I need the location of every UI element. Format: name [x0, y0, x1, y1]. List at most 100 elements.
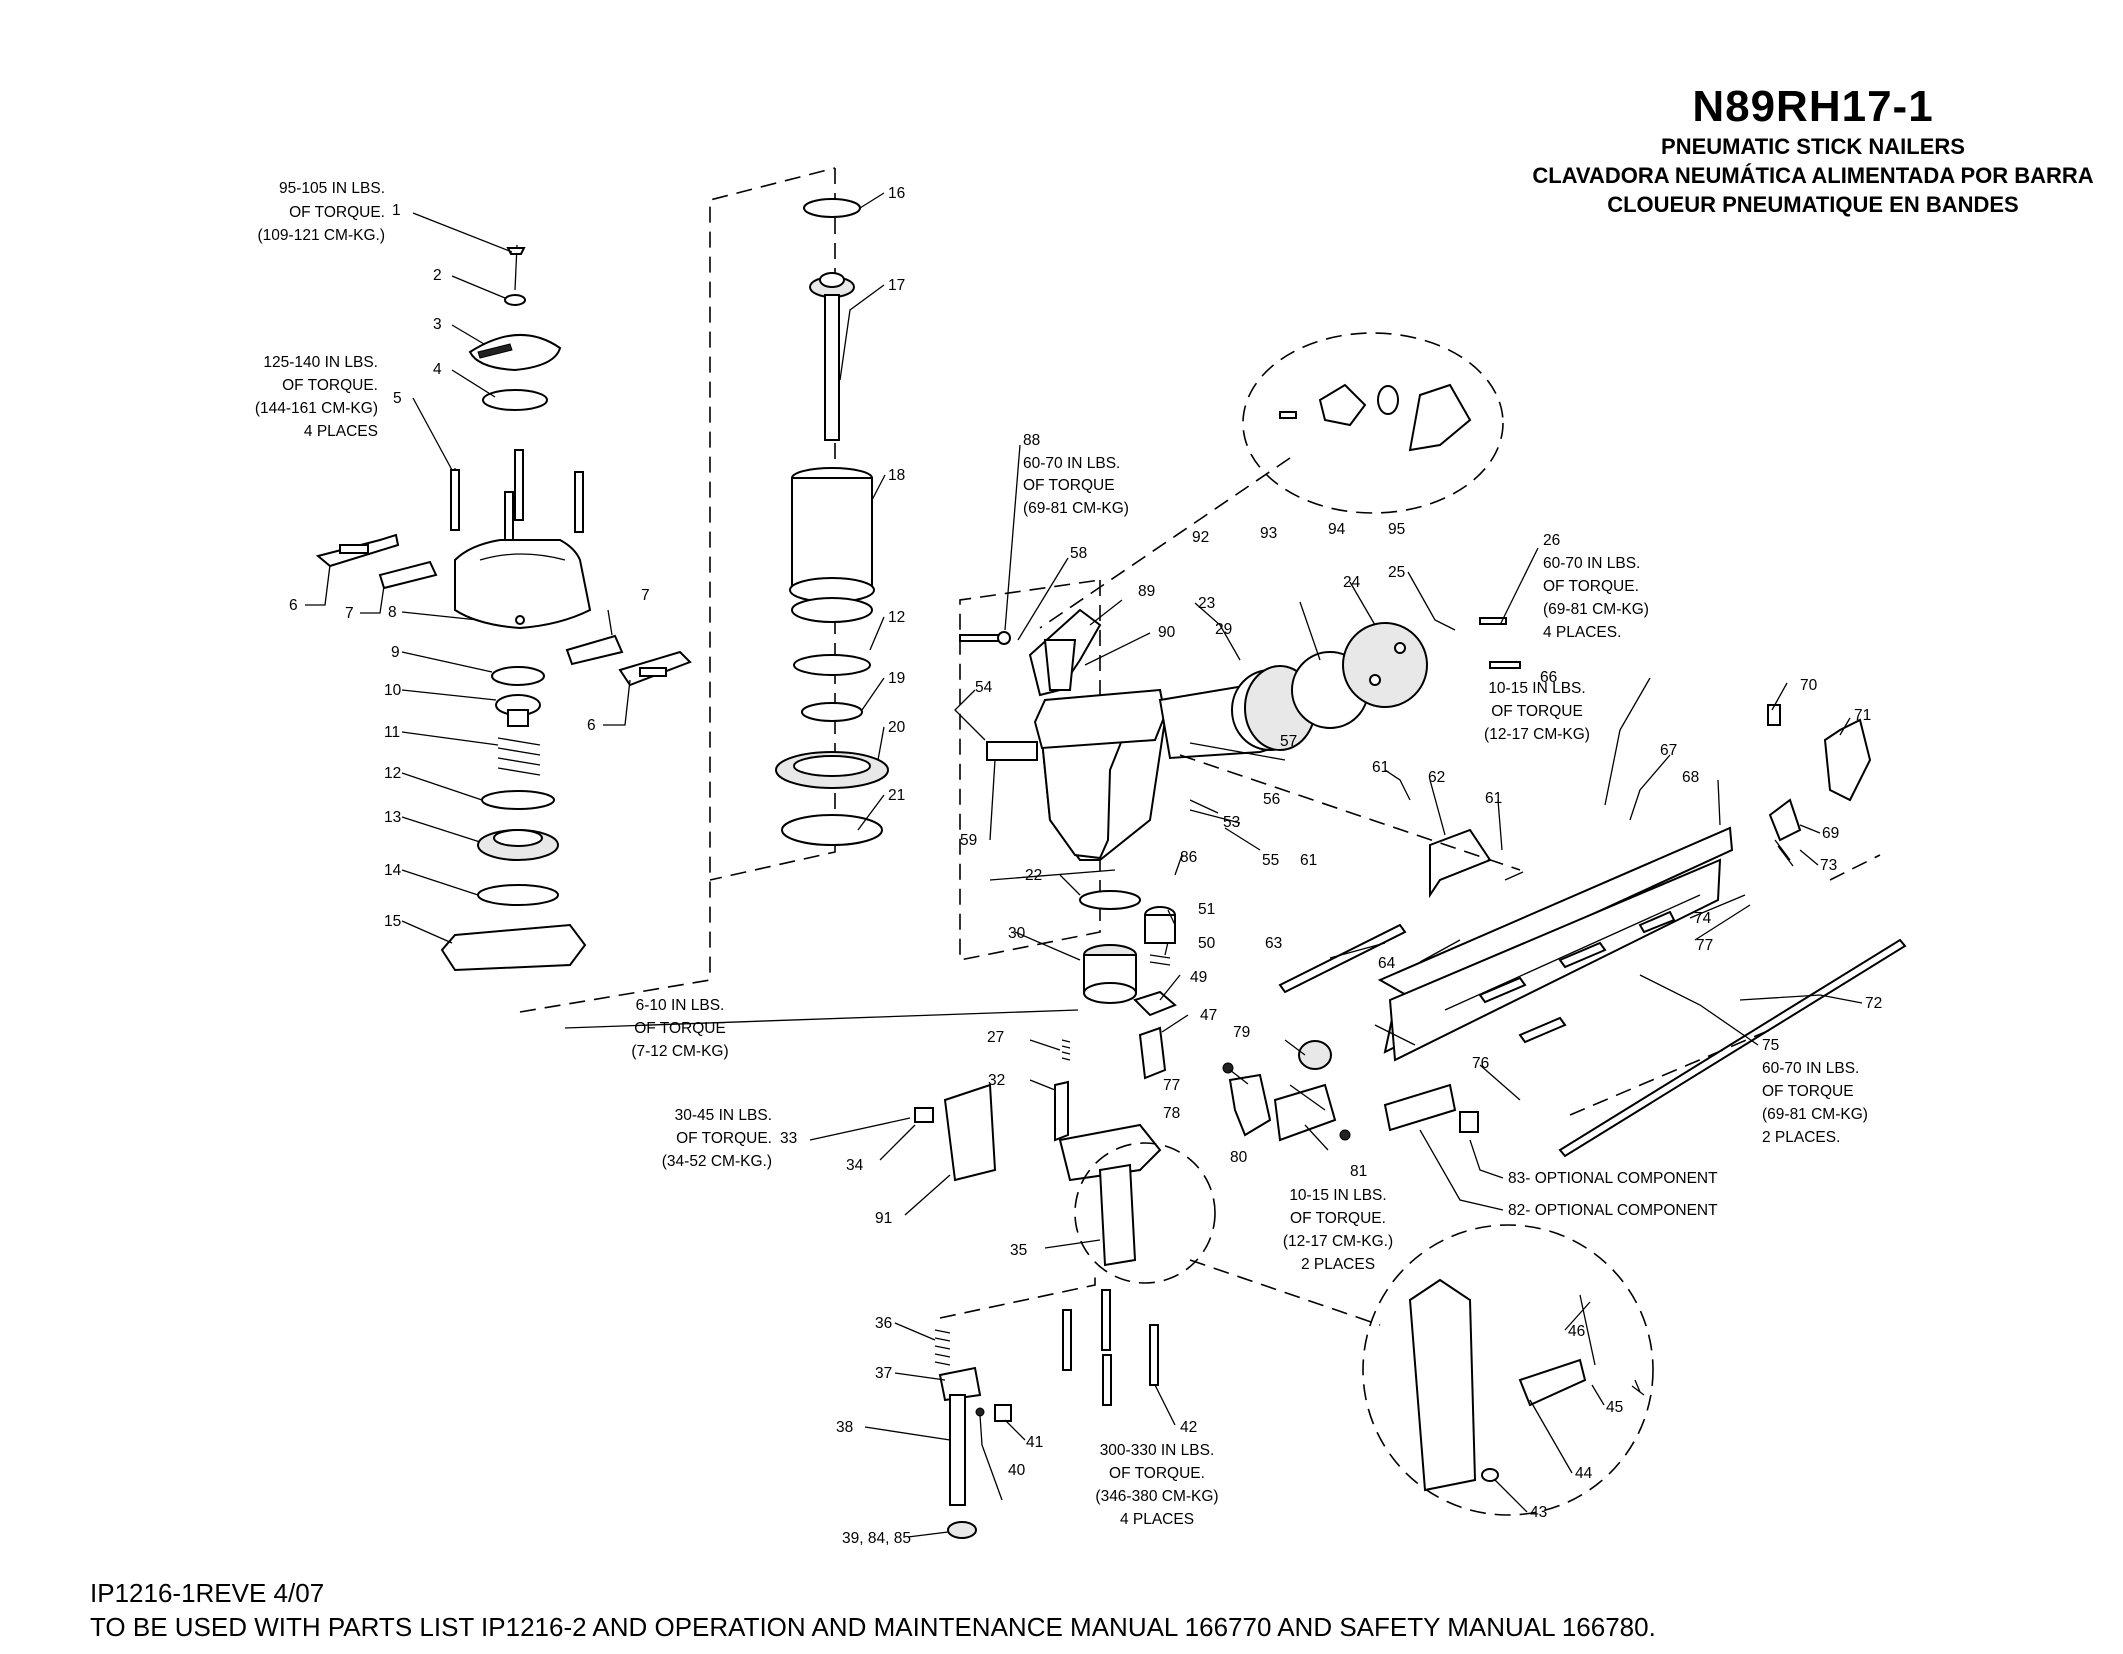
torque-42-line-1: 300-330 IN LBS.: [1100, 1442, 1215, 1459]
callout-61-c: 61: [1300, 852, 1317, 869]
torque-66-line-3: (12-17 CM-KG): [1484, 726, 1590, 743]
callout-63: 63: [1265, 935, 1282, 952]
callout-9: 9: [391, 644, 400, 661]
callout-13: 13: [384, 809, 401, 826]
callout-15: 15: [384, 913, 401, 930]
leader-lines: [305, 192, 1863, 1538]
torque-notes: 95-105 IN LBS. OF TORQUE. (109-121 CM-KG…: [255, 180, 1868, 1528]
callout-92: 92: [1192, 529, 1209, 546]
title-french: CLOUEUR PNEUMATIQUE EN BANDES: [1607, 192, 2019, 217]
callout-51: 51: [1198, 901, 1215, 918]
torque-33-line-3: (34-52 CM-KG.): [662, 1153, 772, 1170]
cap-group-frame: [519, 167, 836, 1013]
callout-12-right: 12: [888, 609, 905, 626]
detail-circle-bottom: [1074, 1142, 1654, 1516]
torque-75-line-3: (69-81 CM-KG): [1762, 1106, 1868, 1123]
torque-81-line-4: 2 PLACES: [1301, 1256, 1375, 1273]
title-english: PNEUMATIC STICK NAILERS: [1661, 134, 1965, 159]
callout-labels: 1 2 3 4 5 6 7 8 9 10 11 12 13 14 15 7 6 …: [289, 185, 1882, 1547]
callout-39-84-85: 39, 84, 85: [842, 1530, 911, 1547]
callout-20: 20: [888, 719, 906, 736]
callout-78: 78: [1163, 1105, 1180, 1122]
callout-43: 43: [1530, 1504, 1547, 1521]
torque-75-line-4: 2 PLACES.: [1762, 1129, 1840, 1146]
callout-88: 88: [1023, 432, 1040, 449]
callout-81: 81: [1350, 1163, 1367, 1180]
callout-53: 53: [1223, 814, 1240, 831]
callout-49: 49: [1190, 969, 1207, 986]
callout-10: 10: [384, 682, 402, 699]
callout-64: 64: [1378, 955, 1396, 972]
trigger-nose-assembly: [914, 890, 1351, 1539]
callout-37: 37: [875, 1365, 892, 1382]
magazine-assembly: [1278, 704, 1907, 1158]
optional-component-83: 83- OPTIONAL COMPONENT: [1508, 1170, 1718, 1187]
callout-86: 86: [1180, 849, 1197, 866]
callout-6-right: 6: [587, 717, 596, 734]
torque-26-line-1: 60-70 IN LBS.: [1543, 555, 1640, 572]
optional-component-82: 82- OPTIONAL COMPONENT: [1508, 1202, 1718, 1219]
torque-66-line-2: OF TORQUE: [1491, 703, 1583, 720]
callout-95: 95: [1388, 521, 1405, 538]
callout-61-b: 61: [1485, 790, 1502, 807]
tool-body: [959, 608, 1521, 861]
callout-2: 2: [433, 267, 442, 284]
callout-61-a: 61: [1372, 759, 1389, 776]
callout-33: 33: [780, 1130, 797, 1147]
callout-67: 67: [1660, 742, 1677, 759]
callout-93: 93: [1260, 525, 1277, 542]
torque-81-line-1: 10-15 IN LBS.: [1289, 1187, 1386, 1204]
torque-26-line-2: OF TORQUE.: [1543, 578, 1639, 595]
callout-59: 59: [960, 832, 977, 849]
torque-5-line-3: (144-161 CM-KG): [255, 400, 378, 417]
callout-4: 4: [433, 361, 442, 378]
torque-26-line-3: (69-81 CM-KG): [1543, 601, 1649, 618]
callout-47: 47: [1200, 1007, 1217, 1024]
callout-54: 54: [975, 679, 993, 696]
callout-29: 29: [1215, 621, 1232, 638]
callout-89: 89: [1138, 583, 1155, 600]
callout-45: 45: [1606, 1399, 1623, 1416]
callout-72: 72: [1865, 995, 1882, 1012]
callout-90: 90: [1158, 624, 1176, 641]
callout-12-left: 12: [384, 765, 401, 782]
callout-62: 62: [1428, 769, 1445, 786]
callout-44: 44: [1575, 1465, 1593, 1482]
callout-5: 5: [393, 390, 402, 407]
callout-41: 41: [1026, 1434, 1043, 1451]
torque-57-line-3: (7-12 CM-KG): [631, 1043, 728, 1060]
callout-21: 21: [888, 787, 905, 804]
callout-16: 16: [888, 185, 905, 202]
callout-46: 46: [1568, 1323, 1585, 1340]
callout-55: 55: [1262, 852, 1279, 869]
callout-1: 1: [392, 202, 401, 219]
torque-75-line-2: OF TORQUE: [1762, 1083, 1854, 1100]
callout-91: 91: [875, 1210, 892, 1227]
callout-6-left: 6: [289, 597, 298, 614]
torque-81-line-2: OF TORQUE.: [1290, 1210, 1386, 1227]
callout-24: 24: [1343, 574, 1361, 591]
callout-34: 34: [846, 1157, 864, 1174]
callout-57: 57: [1280, 733, 1297, 750]
callout-71: 71: [1854, 707, 1871, 724]
callout-7-left: 7: [345, 605, 354, 622]
torque-42-line-2: OF TORQUE.: [1109, 1465, 1205, 1482]
callout-19: 19: [888, 670, 905, 687]
callout-76: 76: [1472, 1055, 1489, 1072]
callout-30: 30: [1008, 925, 1026, 942]
torque-33-line-2: OF TORQUE.: [676, 1130, 772, 1147]
cylinder-assembly: [775, 198, 889, 846]
torque-1-line-1: 95-105 IN LBS.: [279, 180, 385, 197]
torque-1-line-3: (109-121 CM-KG.): [258, 227, 385, 244]
callout-8: 8: [388, 604, 397, 621]
usage-note: TO BE USED WITH PARTS LIST IP1216-2 AND …: [90, 1612, 1656, 1642]
callout-56: 56: [1263, 791, 1280, 808]
callout-79: 79: [1233, 1024, 1250, 1041]
callout-17: 17: [888, 277, 905, 294]
torque-42-line-3: (346-380 CM-KG): [1095, 1488, 1218, 1505]
callout-75: 75: [1762, 1037, 1779, 1054]
model-number: N89RH17-1: [1692, 82, 1934, 131]
callout-22: 22: [1025, 867, 1042, 884]
callout-68: 68: [1682, 769, 1699, 786]
